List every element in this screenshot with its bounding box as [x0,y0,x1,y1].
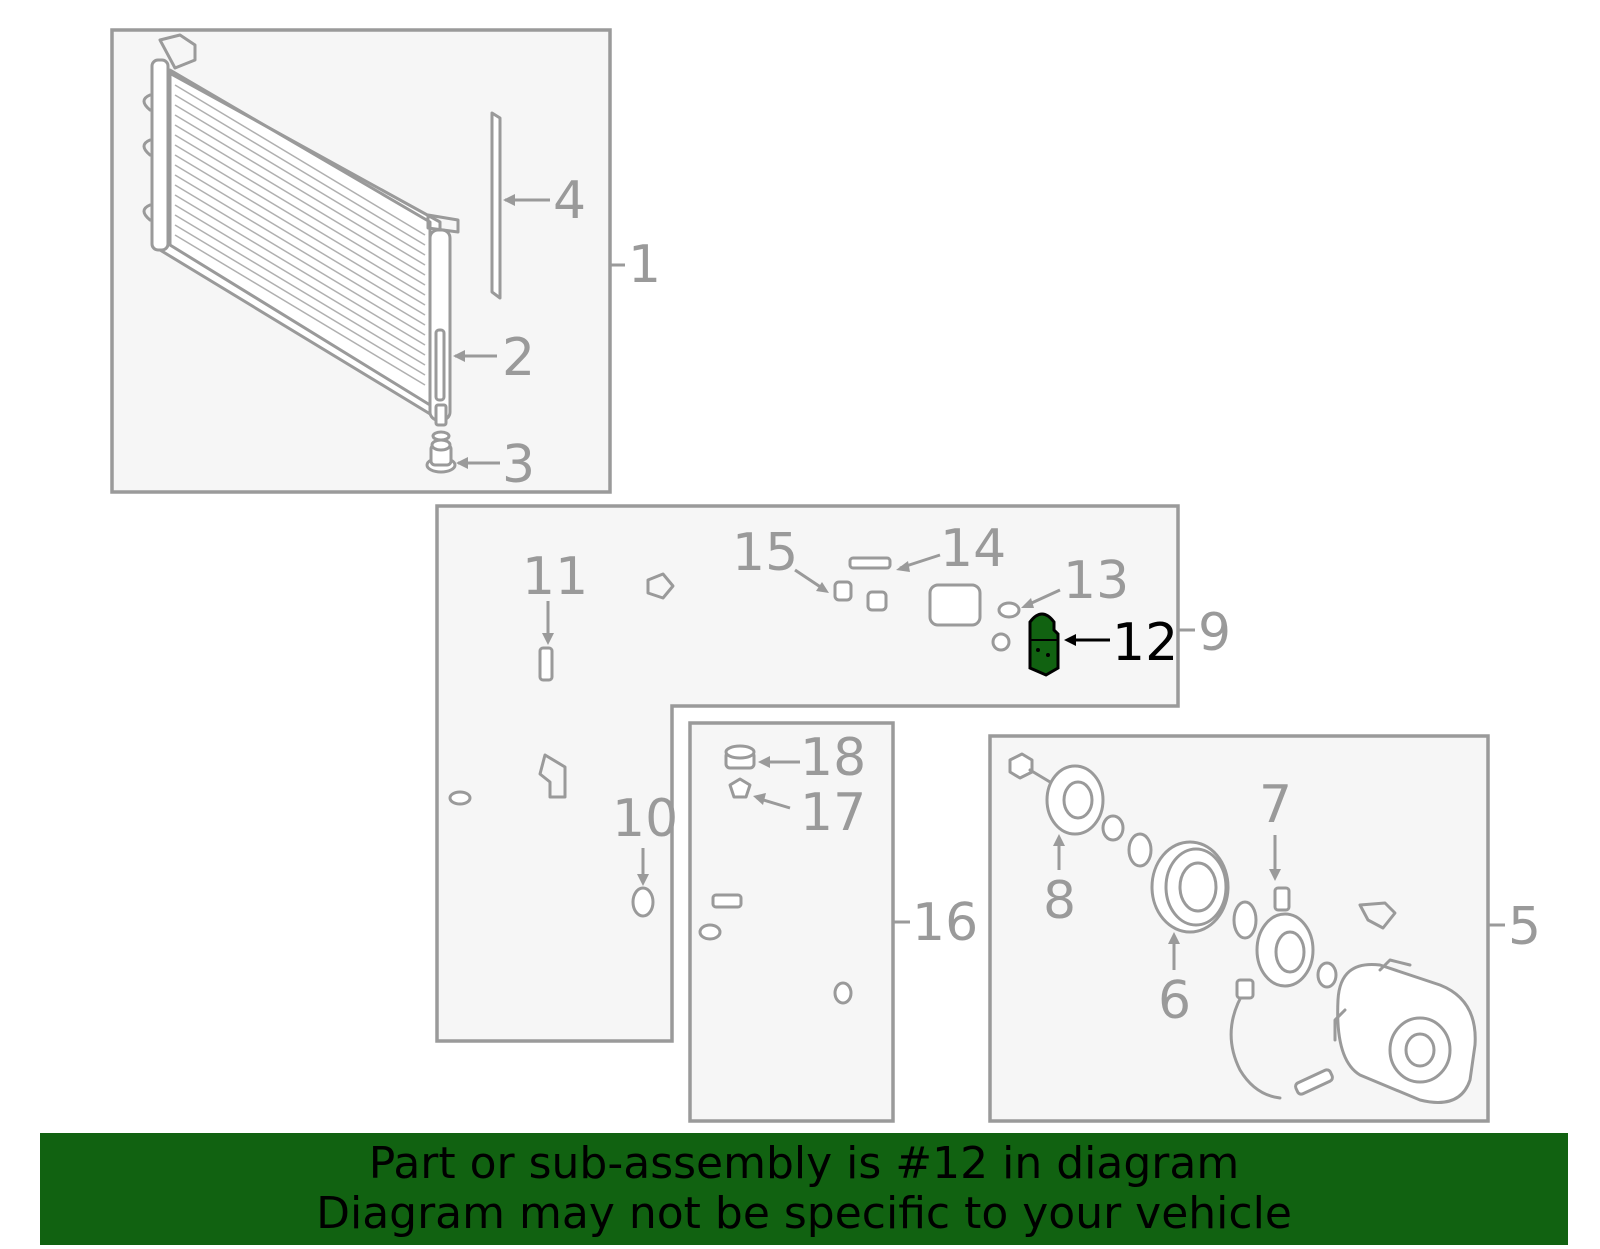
liquid-line-drawing [448,556,1021,1011]
callout-10: 10 [612,789,678,849]
callout-7: 7 [1259,775,1292,835]
callout-9: 9 [1198,603,1231,663]
callout-3: 3 [502,435,535,495]
callout-8: 8 [1043,871,1076,931]
footer-banner: Part or sub-assembly is #12 in diagram D… [40,1133,1568,1245]
expansion-valve-part-12 [1028,612,1060,677]
callout-15: 15 [732,523,798,583]
callout-14: 14 [940,519,1006,579]
callout-5: 5 [1508,897,1541,957]
callout-12: 12 [1112,613,1178,673]
callout-2: 2 [502,328,535,388]
compressor-drawing [1008,752,1477,1104]
callout-1: 1 [628,235,661,295]
callouts: 1 2 3 4 5 6 7 8 9 10 11 12 13 14 15 16 1… [502,171,1541,1031]
callout-11: 11 [522,547,588,607]
footer-line-1: Part or sub-assembly is #12 in diagram [368,1138,1240,1189]
callout-4: 4 [553,171,586,231]
footer-line-2: Diagram may not be specific to your vehi… [316,1188,1292,1239]
suction-hose-drawing [698,744,876,1093]
condenser-drawing [142,33,460,427]
callout-17: 17 [800,783,866,843]
callout-16: 16 [912,893,978,953]
callout-6: 6 [1158,971,1191,1031]
callout-18: 18 [800,728,866,788]
callout-13: 13 [1063,551,1129,611]
seal-strip-part-4 [490,111,502,300]
cap-part-3 [425,430,457,474]
group-box-16 [688,721,895,1123]
